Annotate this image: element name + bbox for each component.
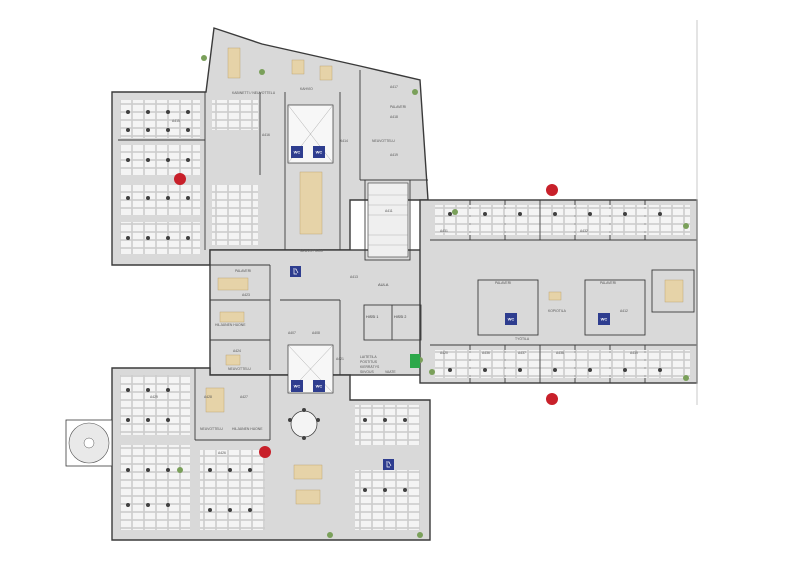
room-id: A413 [350,275,358,279]
room-id: A437 [518,351,526,355]
wc-icon [291,380,303,392]
marker-3b [259,446,271,458]
room-label: NEUVOTTELU [372,139,395,143]
room-id: A423 [242,293,250,297]
room-label: AULA [378,282,389,287]
room-label: PALAVERI [390,105,406,109]
room-label: HISSI 1 [366,315,378,319]
marker-3a [174,173,186,185]
room-id: A411 [385,209,393,213]
room-id: A431 [440,229,448,233]
room-id: A427 [240,395,248,399]
wc-label: WC [316,384,323,389]
room-label: KIERRÄTYS [360,365,380,369]
room-label: HISSI 2 [394,315,406,319]
sw-wing-floor [111,367,431,541]
room-id: A418 [390,115,398,119]
workstations [120,100,690,530]
room-id: A429 [150,395,158,399]
wc-icon [313,380,325,392]
room-label: NEUVOTTELU [300,249,323,253]
accessibility-icons [290,266,394,470]
accessible-toilet-icon [290,266,301,277]
marker-7 [546,393,558,405]
room-labels: KABINETTI / NEUVOTTELU KAHVIO PALAVERI N… [200,87,616,431]
room-id: A420 [440,351,448,355]
accessible-toilet-icon [383,459,394,470]
room-id: A426 [218,451,226,455]
room-label: KAHVIO [300,87,313,91]
room-id: A428 [204,395,212,399]
room-id: A417 [390,85,398,89]
red-markers [174,173,558,458]
room-label: NEUVOTTELU [200,427,223,431]
wc-label: WC [601,317,608,322]
wc-icon [505,313,517,325]
room-id: A436 [482,351,490,355]
room-id: A412 [620,309,628,313]
marker-5 [546,184,558,196]
round-meeting-table [288,408,320,440]
wc-label: WC [294,150,301,155]
room-id: A414 [340,139,348,143]
room-id: A438 [556,351,564,355]
room-label: KABINETTI / NEUVOTTELU [232,91,276,95]
room-label: POSTITUS [360,360,378,364]
room-label: NEUVOTTELU [228,367,251,371]
spiral-staircase [65,419,113,467]
wc-icons: WC WC WC WC WC WC [291,146,610,392]
room-id: A439 [630,351,638,355]
wc-icon [313,146,325,158]
room-label: TYÖTILA [515,337,530,341]
room-id: A416 [262,133,270,137]
wc-icon [598,313,610,325]
long-meeting-table [299,171,323,235]
meeting-tables [205,47,684,505]
wc-label: WC [508,317,515,322]
room-label: SIIVOUS [360,370,374,374]
room-label: PALAVERI [235,269,251,273]
room-label: HILJAINEN HUONE [232,427,263,431]
room-label: VAATE [385,370,396,374]
room-id: A421 [336,357,344,361]
room-label: PALAVERI [600,281,616,285]
room-label: PALAVERI [495,281,511,285]
room-label: KOPIOTILA [548,309,567,313]
room-id: A432 [580,229,588,233]
room-label: HILJAINEN HUONE [215,323,246,327]
room-id-labels: A415 A414 A416 A417 A418 A419 A412 A413 … [150,85,638,455]
room-id: A407 [288,331,296,335]
room-label: LAITETILA [360,355,377,359]
recycling-bins [410,354,420,368]
room-id: A419 [390,153,398,157]
room-id: A424 [233,349,241,353]
room-id: A408 [312,331,320,335]
chairs [126,110,662,512]
room-id: A415 [172,119,180,123]
plants [177,55,689,538]
wc-label: WC [316,150,323,155]
wc-label: WC [294,384,301,389]
wc-icon [291,146,303,158]
